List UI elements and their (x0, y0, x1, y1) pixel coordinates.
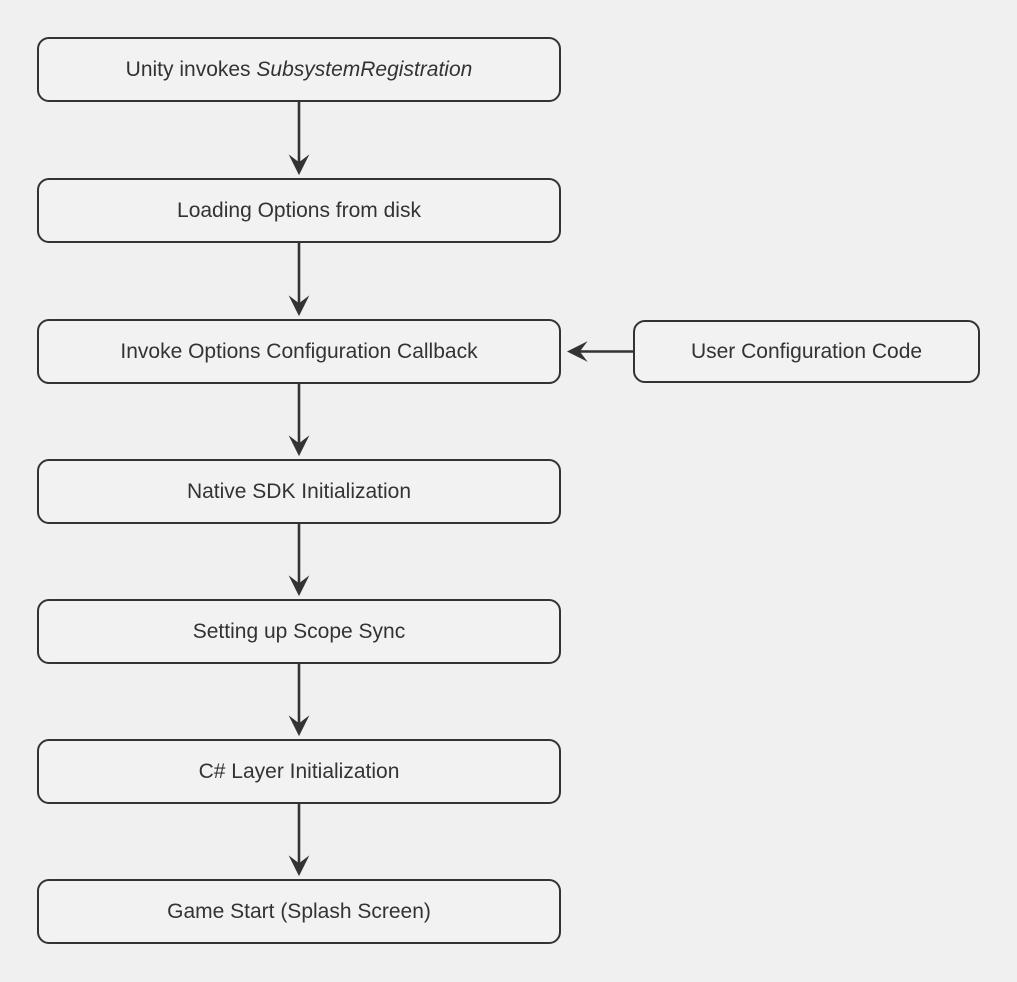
node-label: Loading Options from disk (177, 198, 421, 222)
node-label: Native SDK Initialization (186, 479, 412, 503)
node-label: Game Start (Splash Screen) (167, 899, 431, 923)
node-game-start-splash-screen: Game Start (Splash Screen) (37, 879, 561, 944)
node-label: Unity invokes SubsystemRegistration (125, 57, 473, 81)
node-unity-invokes-subsystemregistration: Unity invokes SubsystemRegistration (37, 37, 561, 102)
node-label: Setting up Scope Sync (192, 619, 406, 643)
node-user-configuration-code: User Configuration Code (633, 320, 980, 383)
node-invoke-options-configuration-callback: Invoke Options Configuration Callback (37, 319, 561, 384)
node-label: User Configuration Code (690, 339, 923, 363)
node-native-sdk-initialization: Native SDK Initialization (37, 459, 561, 524)
node-loading-options-from-disk: Loading Options from disk (37, 178, 561, 243)
node-csharp-layer-initialization: C# Layer Initialization (37, 739, 561, 804)
node-label: Invoke Options Configuration Callback (120, 339, 478, 363)
node-setting-up-scope-sync: Setting up Scope Sync (37, 599, 561, 664)
node-label: C# Layer Initialization (198, 759, 400, 783)
